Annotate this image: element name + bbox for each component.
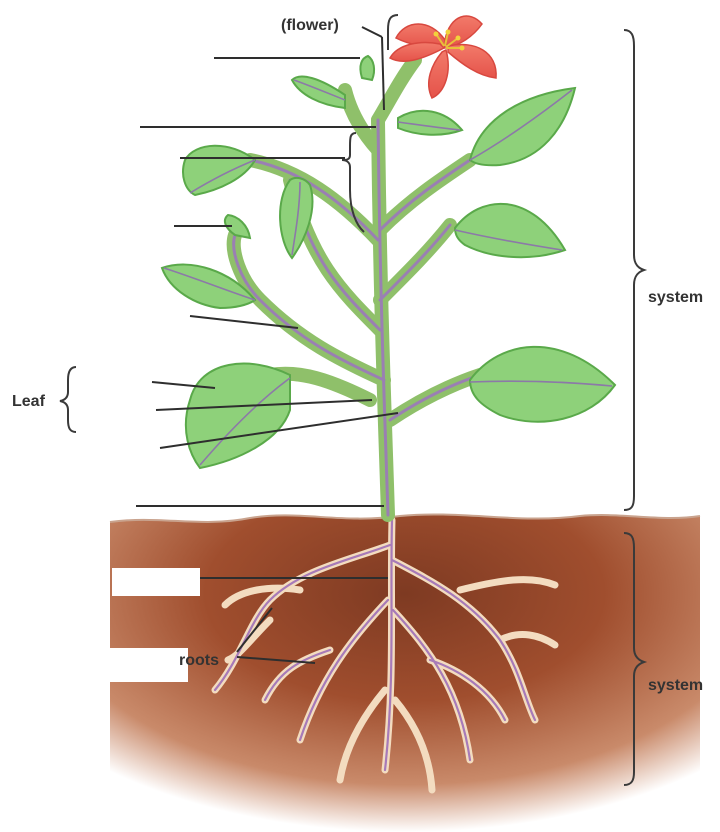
soil bbox=[110, 514, 700, 832]
flower-brace bbox=[388, 15, 398, 50]
leaf-label: Leaf bbox=[12, 393, 46, 410]
leader-line-flower bbox=[362, 27, 382, 37]
roots-label: roots bbox=[179, 652, 219, 669]
answer-blank-upper bbox=[112, 568, 200, 596]
flower-label: (flower) bbox=[281, 17, 339, 34]
leaf-mid-right bbox=[455, 204, 565, 257]
leaf-top-left bbox=[292, 76, 345, 108]
answer-blank-lower bbox=[108, 648, 188, 682]
leaf-lower-left bbox=[186, 364, 290, 468]
leaf-top-right bbox=[398, 111, 462, 135]
leaf-lower-right bbox=[470, 347, 615, 422]
shoot-system-brace bbox=[624, 30, 644, 510]
leaf-upper-right bbox=[470, 88, 575, 165]
leaf-brace bbox=[60, 367, 76, 432]
root-system-label: system bbox=[648, 677, 703, 694]
shoot-system-label: system bbox=[648, 289, 703, 306]
leaf-left-upper bbox=[183, 146, 255, 195]
leaf-bud-top bbox=[360, 56, 374, 80]
